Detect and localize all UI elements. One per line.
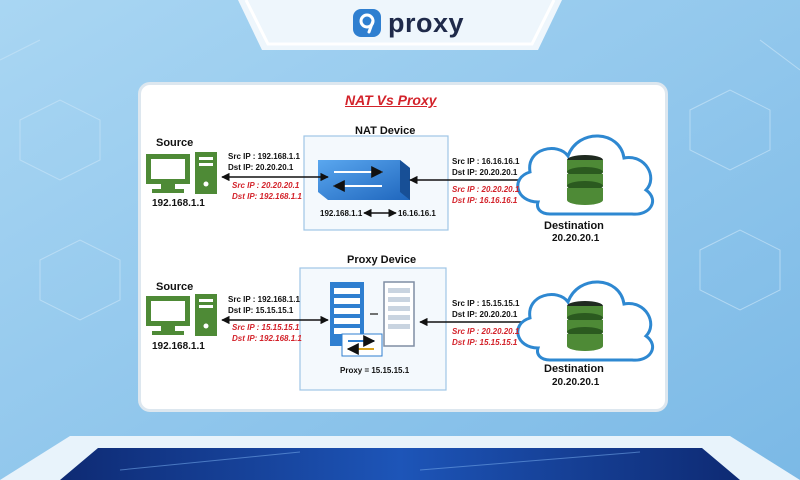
brand-logo[interactable]: proxy	[352, 6, 464, 40]
nat-device-label: NAT Device	[355, 125, 416, 137]
proxy-server-icon	[330, 281, 415, 357]
proxy-right-src-ip: Src IP : 15.15.15.1	[452, 299, 520, 308]
proxy-source-label: Source	[156, 281, 194, 293]
proxy-destination-ip: 20.20.20.1	[552, 377, 600, 388]
nat-left-resp-dst-ip: Dst IP: 192.168.1.1	[232, 192, 302, 201]
nat-source-ip: 192.168.1.1	[152, 198, 205, 209]
nat-left-resp-src-ip: Src IP : 20.20.20.1	[232, 181, 300, 190]
nat-right-resp-dst-ip: Dst IP: 16.16.16.1	[452, 196, 518, 205]
logo-tab-background	[238, 0, 562, 50]
nat-destination-ip: 20.20.20.1	[552, 233, 600, 244]
nat-right-resp-src-ip: Src IP : 20.20.20.1	[452, 185, 520, 194]
proxy-destination-cloud-icon	[516, 280, 654, 362]
nat-right-src-ip: Src IP : 16.16.16.1	[452, 157, 520, 166]
proxy-ip-label: Proxy = 15.15.15.1	[340, 366, 410, 375]
proxy-device-label: Proxy Device	[347, 254, 417, 266]
proxy-destination-label: Destination	[544, 363, 604, 375]
proxy-left-src-ip: Src IP : 192.168.1.1	[228, 295, 300, 304]
proxy-right-dst-ip: Dst IP: 20.20.20.1	[452, 310, 518, 319]
nat-source-label: Source	[156, 137, 194, 149]
proxy-left-dst-ip: Dst IP: 15.15.15.1	[228, 306, 294, 315]
nat-left-src-ip: Src IP : 192.168.1.1	[228, 152, 300, 161]
diagram-title: NAT Vs Proxy	[345, 92, 437, 108]
proxy-left-resp-dst-ip: Dst IP: 192.168.1.1	[232, 334, 302, 343]
proxy-device-box	[299, 267, 447, 391]
nat-mapping-right-ip: 16.16.16.1	[398, 209, 436, 218]
proxy-right-resp-dst-ip: Dst IP: 15.15.15.1	[452, 338, 518, 347]
nat-left-dst-ip: Dst IP: 20.20.20.1	[228, 163, 294, 172]
nat-mapping-left-ip: 192.168.1.1	[320, 209, 363, 218]
proxy-source-computer-icon	[146, 294, 217, 336]
nat-source-computer-icon	[146, 152, 217, 194]
logo-icon	[353, 9, 381, 37]
brand-name: proxy	[388, 7, 465, 38]
proxy-source-ip: 192.168.1.1	[152, 341, 205, 352]
nat-destination-cloud-icon	[516, 134, 654, 216]
nat-router-icon	[318, 160, 410, 200]
nat-destination-label: Destination	[544, 220, 604, 232]
nat-right-dst-ip: Dst IP: 20.20.20.1	[452, 168, 518, 177]
proxy-right-resp-src-ip: Src IP : 20.20.20.1	[452, 327, 520, 336]
proxy-left-resp-src-ip: Src IP : 15.15.15.1	[232, 323, 300, 332]
network-diagram	[146, 134, 654, 391]
